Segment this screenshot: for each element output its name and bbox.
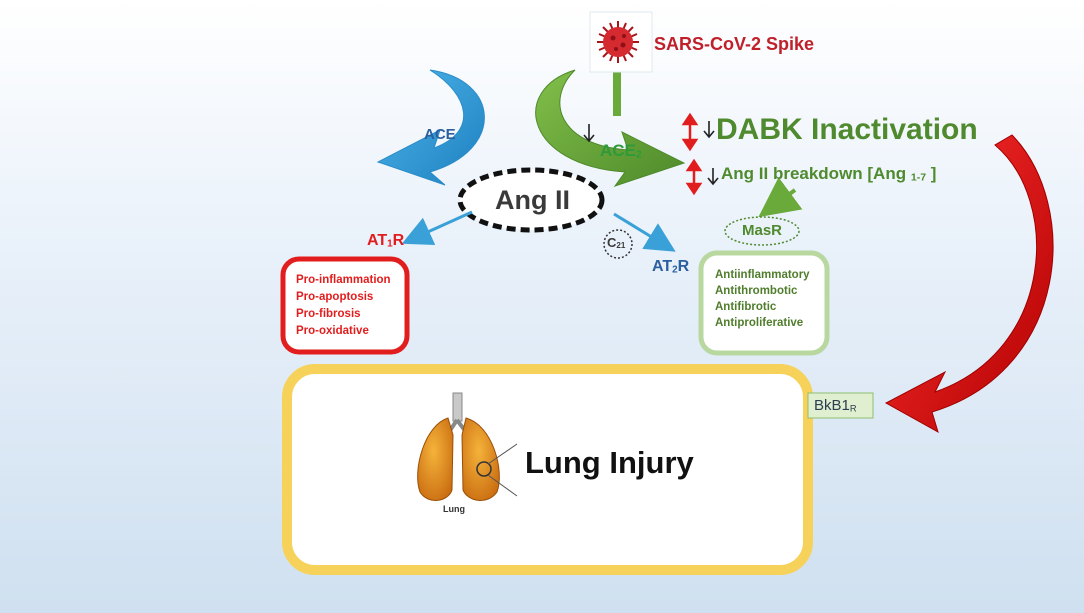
at2r-suffix: R: [677, 258, 690, 275]
masr-label: MasR: [742, 222, 783, 239]
ang-breakdown-suffix: ]: [926, 164, 937, 183]
lung-caption: Lung: [443, 504, 465, 514]
at1r-text: AT: [367, 232, 388, 249]
bkb1r-text: BkB1: [814, 397, 850, 414]
sars-cov-2-spike-label: SARS-CoV-2 Spike: [654, 34, 815, 54]
list-item: Pro-apoptosis: [296, 291, 374, 303]
ang-breakdown-subscript: 1-7: [910, 171, 927, 184]
arrow-to-at1r: [401, 210, 473, 246]
bkb1r-subscript: R: [849, 403, 857, 414]
ang-ii-breakdown-label: Ang II breakdown [Ang 1-7 ]: [721, 164, 936, 184]
list-item: Antifibrotic: [715, 301, 777, 313]
list-item: Antiproliferative: [715, 317, 804, 329]
up-down-arrow-icon: [681, 112, 699, 152]
c21-label: C21: [607, 235, 625, 250]
ace2-text: ACE: [600, 141, 636, 160]
at2r-effects-list: Antiinflammatory Antithrombotic Antifibr…: [715, 267, 810, 331]
down-arrow-icon: [707, 168, 719, 186]
bkb1r-box: [807, 392, 874, 419]
c21-subscript: 21: [616, 241, 626, 251]
lung-injury-title: Lung Injury: [525, 445, 694, 480]
down-arrow-icon: [703, 121, 715, 139]
bkb1r-label: BkB1R: [814, 397, 857, 414]
dabk-inactivation-label: DABK Inactivation: [716, 113, 978, 146]
lung-icon: [417, 392, 518, 501]
at1r-effects-box: [280, 256, 410, 355]
at1r-effects-list: Pro-inflammation Pro-apoptosis Pro-fibro…: [296, 272, 391, 340]
ace-label: ACE: [424, 126, 456, 143]
list-item: Pro-oxidative: [296, 325, 369, 337]
c21-circle: [603, 229, 633, 259]
arrow-to-masr: [758, 177, 803, 218]
at1r-suffix: R: [392, 232, 405, 249]
at1r-label: AT1R: [367, 232, 404, 250]
at2r-subscript: 2: [672, 264, 678, 276]
ace2-label: ACE2: [600, 141, 642, 161]
ang-ii-ellipse: [457, 167, 605, 233]
at2r-text: AT: [652, 258, 673, 275]
lung-injury-box: [282, 364, 813, 575]
ace2-subscript: 2: [635, 148, 642, 161]
list-item: Pro-inflammation: [296, 274, 391, 286]
ace-arrow: [376, 69, 485, 186]
ang-breakdown-text: Ang II breakdown [Ang: [721, 164, 911, 183]
list-item: Antithrombotic: [715, 285, 798, 297]
masr-ellipse: [724, 216, 800, 246]
list-item: Pro-fibrosis: [296, 308, 361, 320]
arrow-to-at2r: [613, 212, 676, 252]
at2r-effects-box: [698, 250, 830, 356]
at1r-subscript: 1: [387, 238, 393, 250]
c21-text: C: [607, 235, 617, 250]
ang-ii-label: Ang II: [495, 185, 570, 215]
inhibition-line: [613, 72, 621, 116]
at2r-label: AT2R: [652, 258, 689, 276]
coronavirus-icon: [597, 21, 639, 63]
up-down-arrow-icon: [685, 158, 703, 196]
ace2-arrow: [535, 69, 686, 187]
list-item: Antiinflammatory: [715, 269, 810, 281]
dabk-to-bkb1r-arrow: [884, 134, 1054, 434]
down-arrow-icon: [583, 124, 595, 143]
